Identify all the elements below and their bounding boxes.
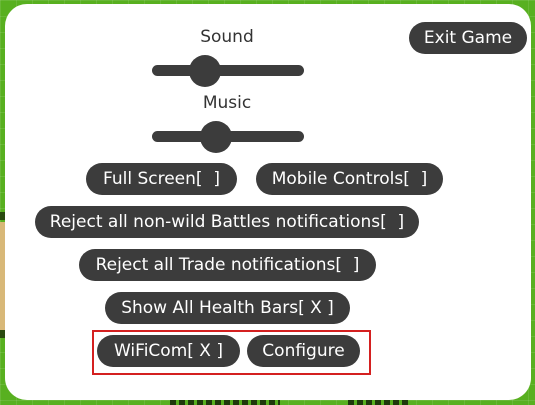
- game-fence: [170, 395, 280, 405]
- game-terrain-tile: [0, 212, 8, 220]
- music-label: Music: [202, 93, 252, 113]
- mobile-controls-toggle[interactable]: Mobile Controls[ ]: [256, 163, 443, 195]
- highlight-box: [92, 330, 371, 375]
- music-slider[interactable]: [152, 120, 304, 154]
- full-screen-toggle[interactable]: Full Screen[ ]: [86, 163, 237, 195]
- reject-trade-toggle[interactable]: Reject all Trade notifications[ ]: [79, 249, 376, 281]
- game-terrain-tile: [0, 330, 8, 338]
- sound-slider[interactable]: [152, 54, 304, 88]
- configure-button[interactable]: Configure: [247, 335, 360, 367]
- sound-slider-thumb[interactable]: [189, 55, 222, 87]
- game-terrain-sand: [0, 222, 6, 332]
- reject-battles-toggle[interactable]: Reject all non-wild Battles notification…: [35, 206, 419, 238]
- health-bars-toggle[interactable]: Show All Health Bars[ X ]: [105, 292, 350, 324]
- wificom-toggle[interactable]: WiFiCom[ X ]: [97, 335, 240, 367]
- music-slider-thumb[interactable]: [199, 121, 232, 153]
- sound-slider-track[interactable]: [152, 65, 304, 76]
- sound-label: Sound: [200, 27, 254, 47]
- game-fence: [348, 396, 408, 405]
- exit-game-button[interactable]: Exit Game: [409, 22, 527, 54]
